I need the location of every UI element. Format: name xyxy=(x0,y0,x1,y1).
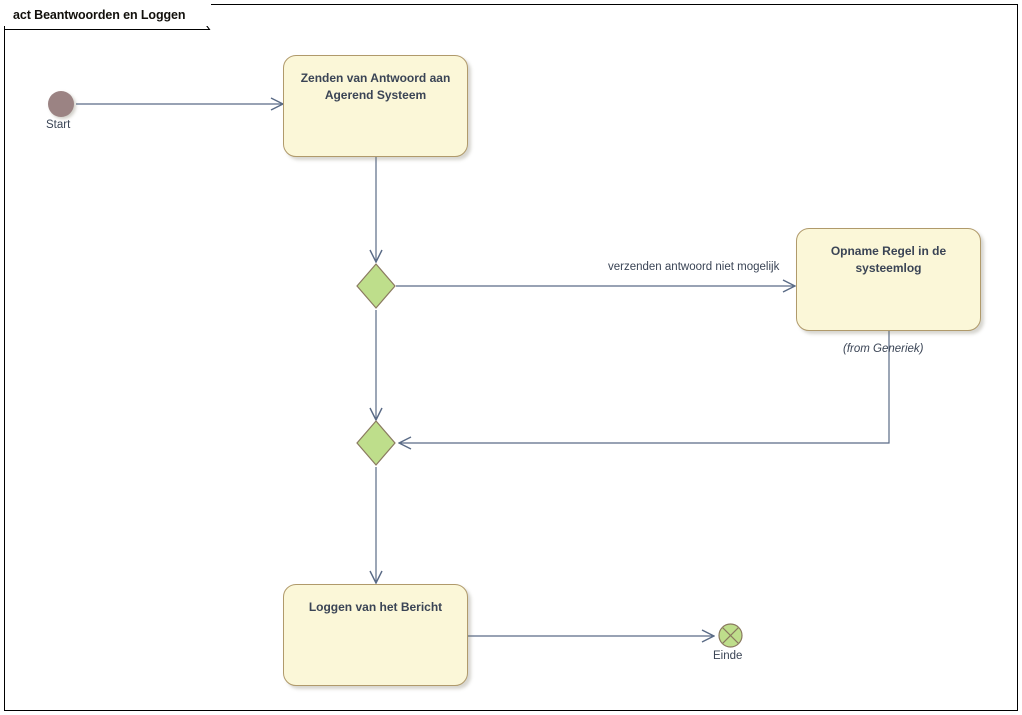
frame-title-label: act Beantwoorden en Loggen xyxy=(13,8,186,22)
decision-node-1[interactable] xyxy=(356,263,396,309)
activity-send-answer[interactable]: Zenden van Antwoord aan Agerend Systeem xyxy=(283,55,468,157)
initial-node[interactable] xyxy=(48,91,74,117)
activity-log-message[interactable]: Loggen van het Bericht xyxy=(283,584,468,686)
merge-node-1[interactable] xyxy=(356,420,396,466)
final-node-label: Einde xyxy=(713,650,743,662)
frame-title-tab: act Beantwoorden en Loggen xyxy=(4,4,212,26)
activity-log-rule-from-note: (from Generiek) xyxy=(843,343,924,355)
initial-node-label: Start xyxy=(46,119,71,131)
activity-send-answer-label: Zenden van Antwoord aan Agerend Systeem xyxy=(300,71,451,102)
final-node[interactable] xyxy=(718,623,743,648)
activity-log-message-label: Loggen van het Bericht xyxy=(308,600,443,614)
activity-log-rule[interactable]: Opname Regel in de systeemlog xyxy=(796,228,981,331)
activity-log-rule-label: Opname Regel in de systeemlog xyxy=(830,244,947,275)
edge-label-not-possible: verzenden antwoord niet mogelijk xyxy=(606,261,782,273)
diagram-frame xyxy=(4,4,1018,711)
